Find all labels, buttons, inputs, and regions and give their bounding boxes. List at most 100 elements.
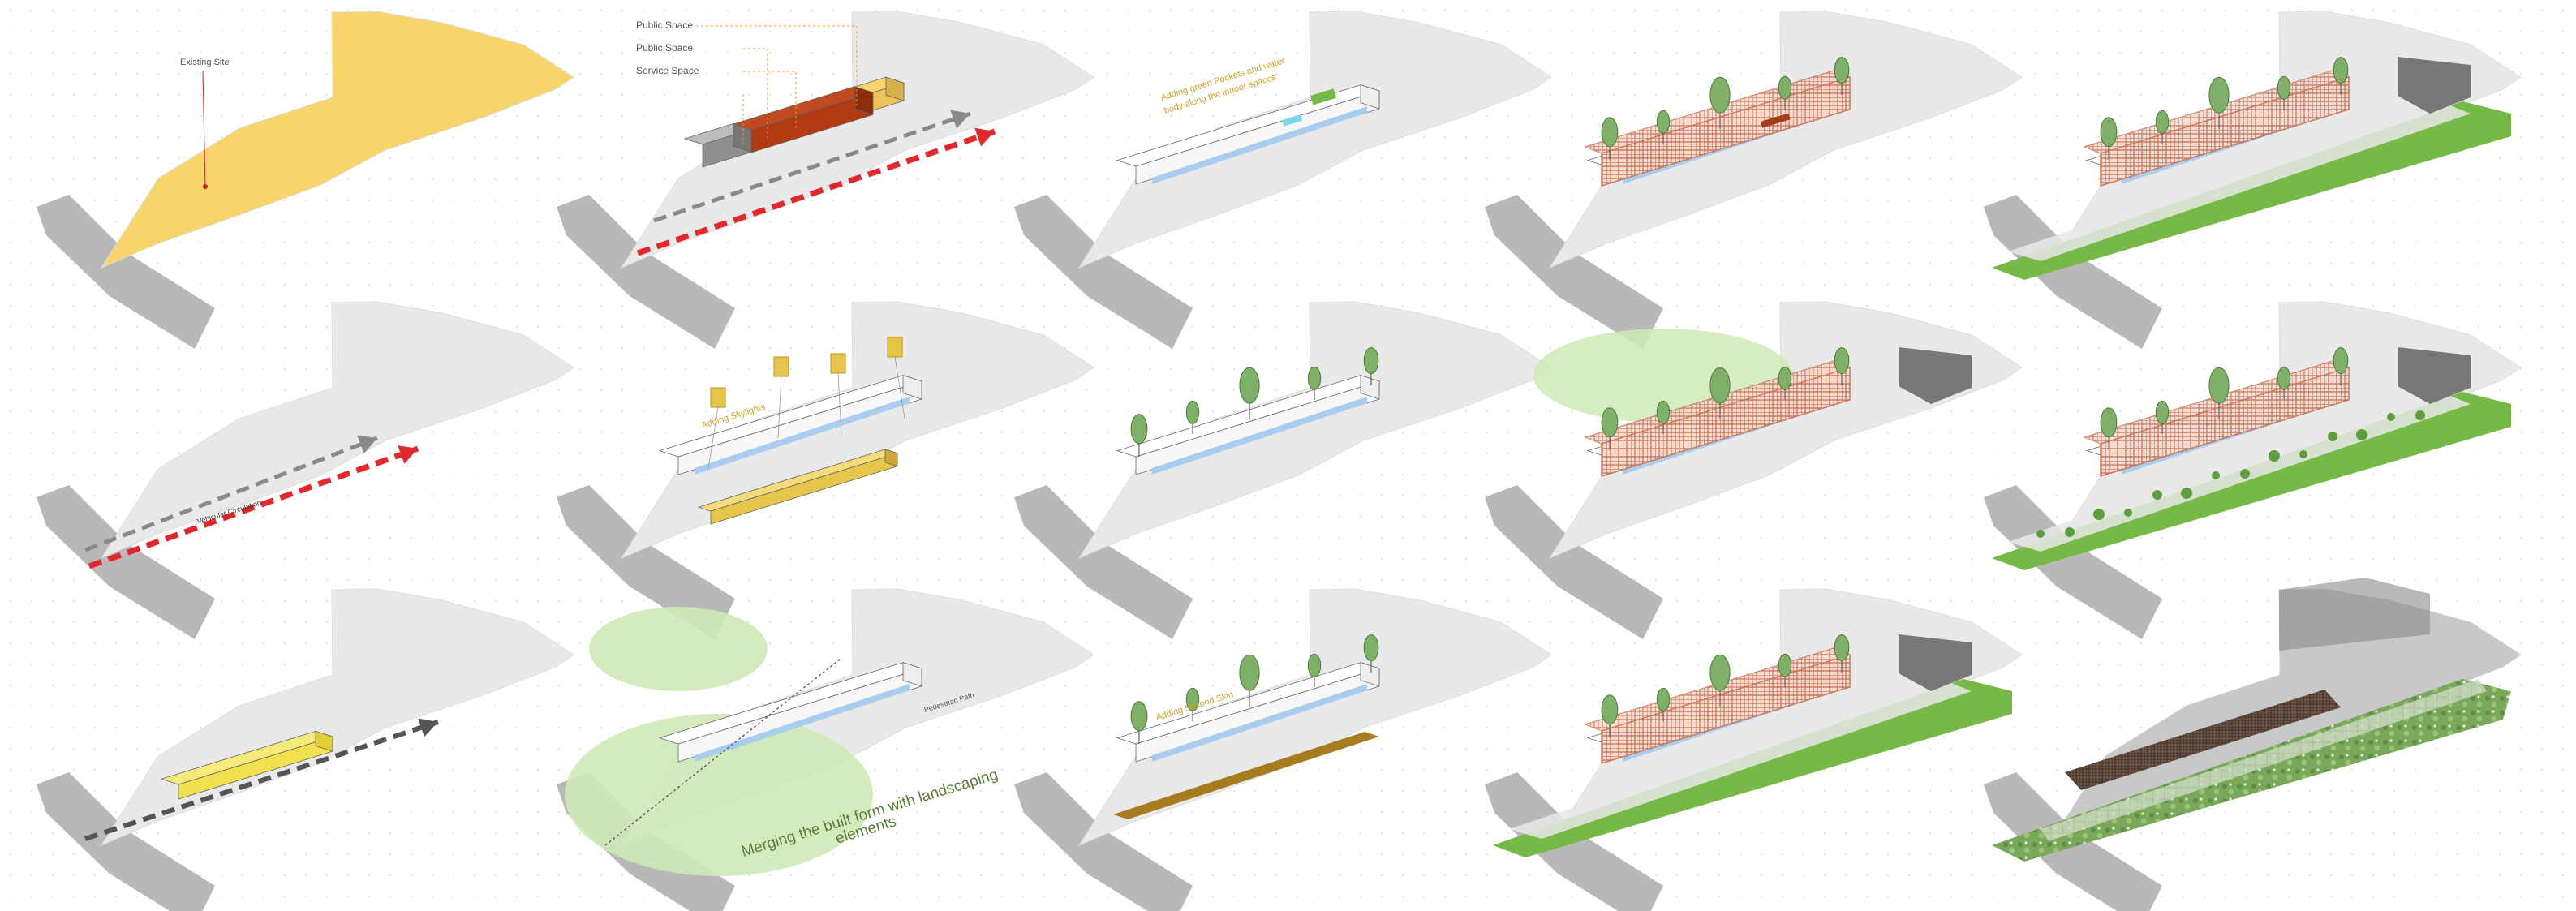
- tree-4: [1778, 653, 1792, 677]
- building-slab-side: [902, 375, 922, 400]
- site-plot: [1077, 588, 1552, 847]
- leader-top: [696, 25, 858, 105]
- bench: [1761, 113, 1791, 128]
- vehicular-arrow-head: [974, 127, 995, 147]
- public-space-2-side: [885, 76, 905, 101]
- retaining-wall: [1899, 634, 1972, 691]
- tree-1: [1601, 407, 1619, 438]
- walkway: [2008, 394, 2471, 552]
- panel-landscape: [1984, 11, 2522, 349]
- pedestrian-arrow-head: [357, 435, 377, 454]
- skylight-leader-1: [707, 406, 719, 470]
- shrub-9: [2269, 450, 2280, 462]
- render-roof: [2065, 690, 2341, 790]
- shrub-2: [2065, 527, 2075, 537]
- shrub-13: [2387, 413, 2395, 421]
- label-service-space: Service Space: [636, 65, 699, 76]
- skylight-leader-2: [777, 376, 782, 439]
- retaining-wall: [2398, 57, 2471, 114]
- skylight-1: [710, 387, 726, 408]
- tree-5: [1834, 57, 1850, 84]
- lawn: [1493, 679, 2012, 857]
- building-slab-side: [1360, 662, 1380, 687]
- shrub-14: [2415, 410, 2425, 420]
- label-public-space-2: Public Space: [636, 42, 693, 54]
- tree-2: [1656, 687, 1671, 711]
- panel-green-terrace: [1485, 588, 2023, 911]
- second-skin-base: [1113, 732, 1379, 819]
- shrub-10: [2299, 450, 2307, 458]
- panel-vehicular-circulation: [37, 301, 574, 639]
- tree-4: [1778, 366, 1792, 390]
- water-body: [695, 684, 910, 762]
- tree-5: [2333, 57, 2349, 84]
- tree-3: [1239, 654, 1260, 691]
- pedestrian-arrow: [653, 111, 971, 223]
- green-pocket: [1310, 88, 1337, 105]
- site-plot: [1077, 301, 1552, 560]
- tree-2: [2155, 400, 2170, 424]
- panel-second-skin: [1014, 588, 1552, 911]
- site-plot: [100, 11, 574, 269]
- skylight-3: [830, 353, 846, 374]
- retaining-wall: [2398, 347, 2471, 404]
- tree-4: [2277, 366, 2291, 390]
- shrub-4: [2124, 509, 2132, 517]
- road-l-shape: [1984, 485, 2162, 639]
- road-l-shape: [37, 772, 215, 911]
- site-marker: [203, 184, 208, 189]
- tree-1: [2100, 117, 2118, 148]
- vehicular-arrow: [636, 128, 996, 256]
- tree-1: [1130, 701, 1148, 732]
- tree-5: [1363, 634, 1379, 662]
- tree-1: [1601, 117, 1619, 148]
- shrub-11: [2328, 432, 2337, 441]
- panel-merging: [557, 588, 1094, 911]
- tree-5: [1363, 347, 1379, 375]
- walkway: [1509, 681, 1972, 839]
- tree-3: [1709, 367, 1731, 404]
- tree-2: [1656, 400, 1671, 424]
- panel-skylights: [557, 301, 1094, 639]
- panel-space-zoning: [557, 11, 1094, 349]
- water-pocket: [1282, 114, 1303, 127]
- render-wall: [2279, 578, 2430, 651]
- tree-3: [2208, 367, 2230, 404]
- leader-public-1: [743, 48, 768, 138]
- road-l-shape: [557, 485, 735, 639]
- tree-3: [1239, 367, 1260, 404]
- retaining-wall: [1899, 347, 1972, 404]
- shrub-6: [2181, 488, 2192, 499]
- shrub-3: [2093, 509, 2105, 520]
- tree-2: [1656, 110, 1671, 134]
- road-l-shape: [37, 195, 215, 349]
- walkway: [2008, 104, 2471, 261]
- circulation-arrow: [84, 720, 439, 841]
- tree-2: [2155, 110, 2170, 134]
- road-l-shape: [557, 195, 735, 349]
- skylight-strip-side: [884, 449, 898, 467]
- site-plot: [1077, 11, 1552, 269]
- tree-4: [1307, 653, 1322, 677]
- building-slab-side: [902, 662, 922, 687]
- road-l-shape: [1485, 195, 1663, 349]
- road-l-shape: [1984, 195, 2162, 349]
- tree-3: [1709, 76, 1731, 114]
- tree-1: [1601, 694, 1619, 725]
- building-slab-side: [1360, 84, 1380, 110]
- panel-grid: [37, 11, 2522, 911]
- pedestrian-path: [604, 658, 841, 846]
- tree-4: [1778, 75, 1792, 100]
- road-l-shape: [1014, 195, 1193, 349]
- panel-trees: [1014, 301, 1552, 639]
- road-l-shape: [1485, 485, 1663, 639]
- panel-existing-site: [37, 11, 574, 349]
- water-body: [1152, 397, 1367, 475]
- tree-2: [1185, 400, 1200, 424]
- label-existing-site: Existing Site: [180, 58, 230, 67]
- pedestrian-arrow-head: [950, 110, 970, 129]
- tree-1: [2100, 407, 2118, 438]
- tree-2: [1185, 687, 1200, 711]
- water-body: [1152, 684, 1367, 762]
